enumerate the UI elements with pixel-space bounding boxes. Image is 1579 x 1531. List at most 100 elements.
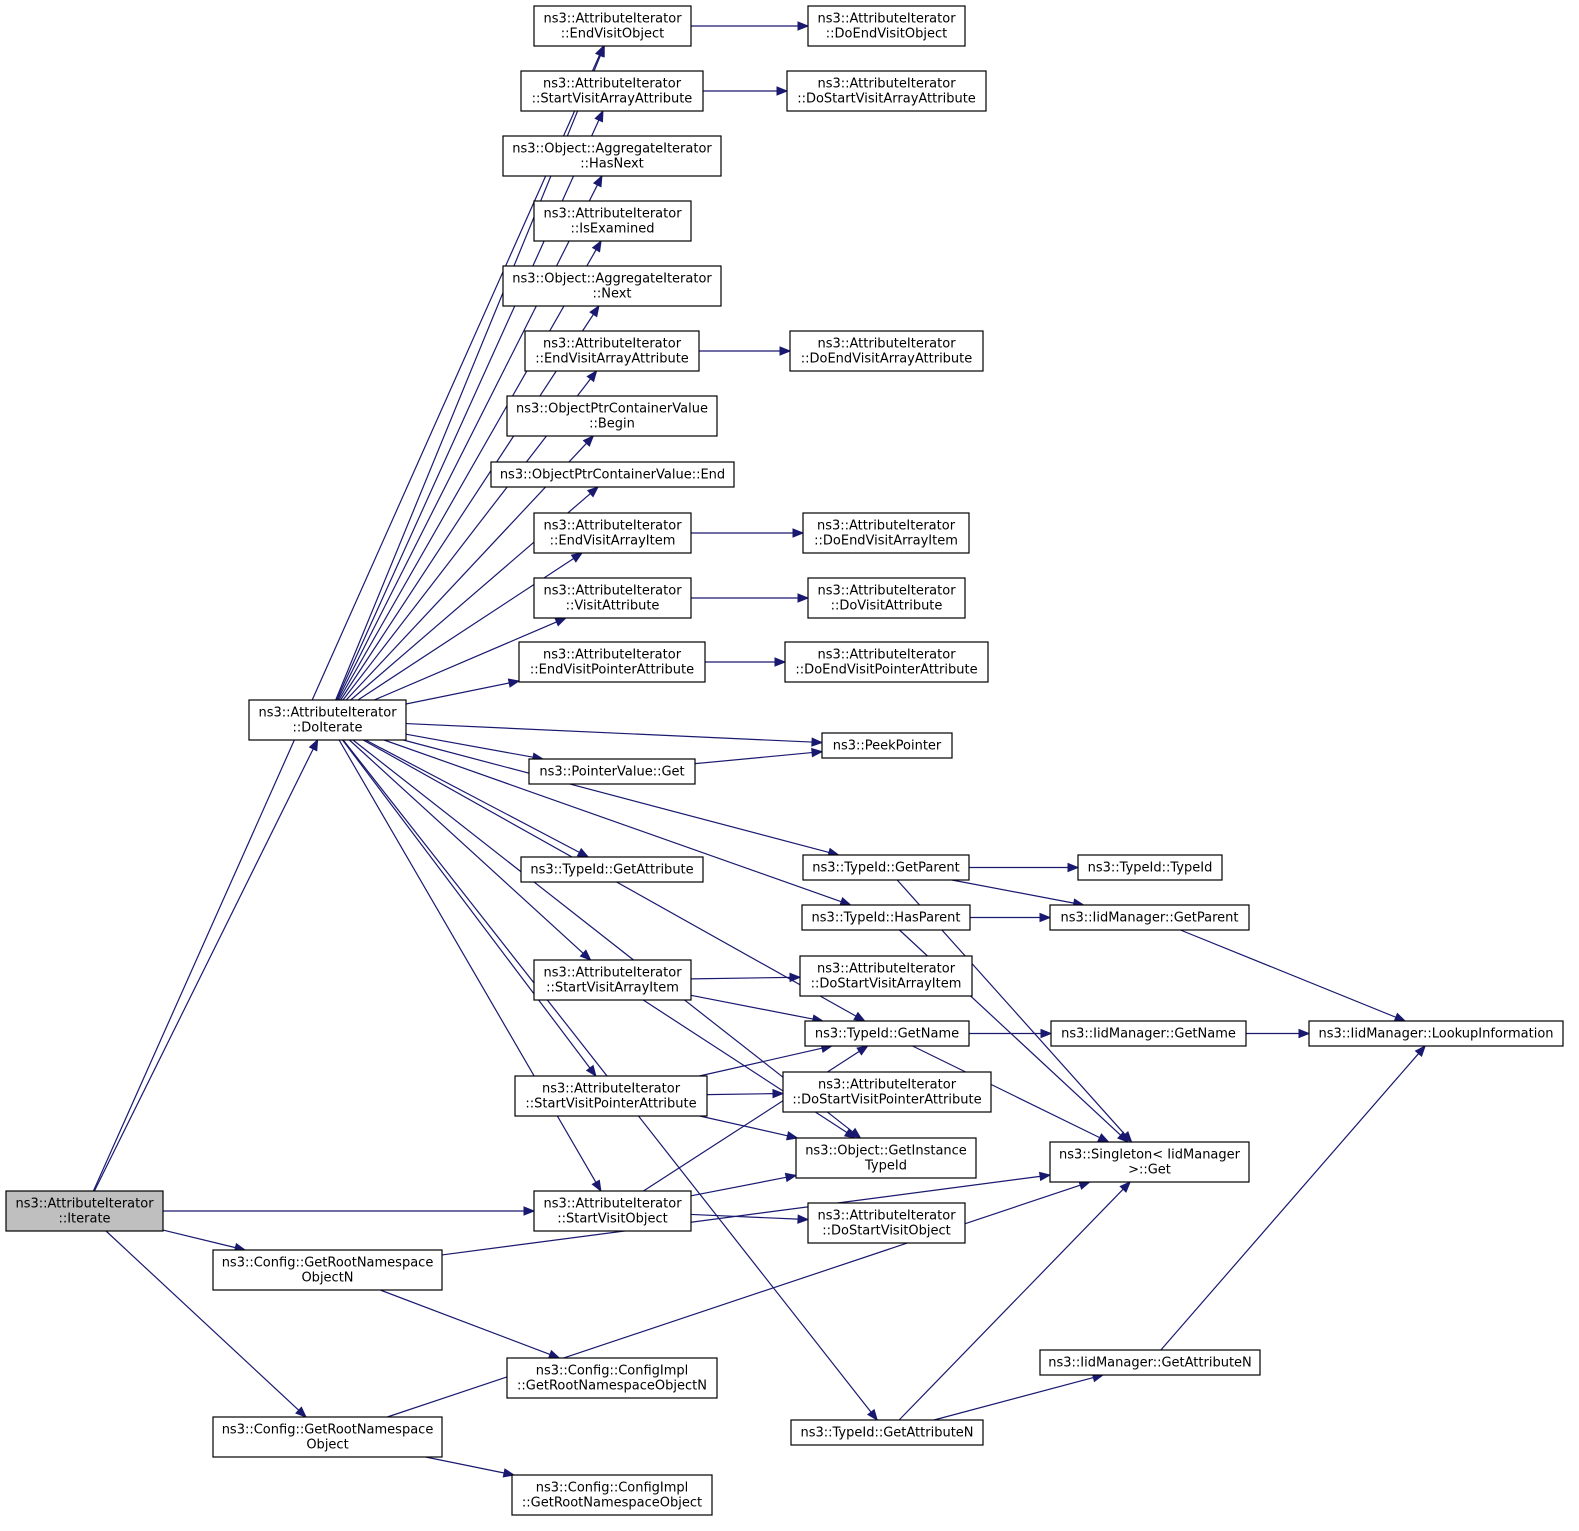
node-label-line: ::StartVisitArrayItem	[546, 981, 679, 996]
node-box	[533, 512, 692, 554]
node-doendvisitarrayitem[interactable]: ns3::AttributeIterator::DoEndVisitArrayI…	[802, 512, 970, 554]
node-box	[520, 856, 704, 883]
node-typeidtypeid[interactable]: ns3::TypeId::TypeId	[1077, 854, 1223, 881]
edge-getrootnsobj-to-singletonget	[387, 1184, 1081, 1418]
arrowhead-lookupinfo	[1414, 1044, 1427, 1058]
node-label-line: ::EndVisitObject	[561, 27, 665, 42]
node-doiterate[interactable]: ns3::AttributeIterator::DoIterate	[248, 699, 407, 741]
node-hasparent[interactable]: ns3::TypeId::HasParent	[801, 904, 971, 931]
node-label-line: ::IsExamined	[570, 222, 654, 237]
node-label-line: ::Next	[592, 287, 631, 302]
node-doendvisitobject[interactable]: ns3::AttributeIterator::DoEndVisitObject	[807, 5, 966, 47]
node-dostartvisitarrayattr[interactable]: ns3::AttributeIterator::DoStartVisitArra…	[786, 70, 987, 112]
node-endvisitarrayitem[interactable]: ns3::AttributeIterator::EndVisitArrayIte…	[533, 512, 692, 554]
node-box	[533, 5, 692, 47]
node-label-line: ::DoStartVisitArrayAttribute	[797, 92, 976, 107]
arrowhead-endvisitptrattr	[507, 678, 521, 688]
node-startvisitobject[interactable]: ns3::AttributeIterator::StartVisitObject	[533, 1190, 692, 1232]
arrowhead-singletonget	[1119, 1181, 1132, 1193]
node-label-line: ::HasNext	[580, 157, 644, 172]
node-box	[789, 330, 984, 372]
node-iterate[interactable]: ns3::AttributeIterator::Iterate	[5, 1190, 164, 1232]
node-isexamined[interactable]: ns3::AttributeIterator::IsExamined	[533, 200, 692, 242]
node-implgetrootnsobj[interactable]: ns3::Config::ConfigImpl::GetRootNamespac…	[511, 1474, 713, 1516]
node-label-line: ::DoStartVisitObject	[822, 1224, 951, 1239]
edge-layer	[92, 21, 1427, 1478]
edge-startvisitobject-to-dostartvisitobject	[690, 1213, 799, 1220]
node-doendvisitptrattr[interactable]: ns3::AttributeIterator::DoEndVisitPointe…	[784, 641, 989, 683]
edge-startvisitobject-to-getinstancetypeid	[690, 1176, 787, 1197]
node-endvisitarrayattr[interactable]: ns3::AttributeIterator::EndVisitArrayAtt…	[524, 330, 700, 372]
node-getattribute[interactable]: ns3::TypeId::GetAttribute	[520, 856, 704, 883]
node-iidgetparent[interactable]: ns3::IidManager::GetParent	[1049, 904, 1250, 931]
arrowhead-next	[589, 304, 600, 318]
node-doendvisitarrayattr[interactable]: ns3::AttributeIterator::DoEndVisitArrayA…	[789, 330, 984, 372]
node-label-line: ns3::TypeId::HasParent	[812, 911, 961, 926]
node-iidgetattributen[interactable]: ns3::IidManager::GetAttributeN	[1039, 1349, 1261, 1376]
node-end[interactable]: ns3::ObjectPtrContainerValue::End	[490, 461, 735, 488]
node-label-line: ::DoEndVisitObject	[826, 27, 947, 42]
edge-startvisitptrattr-to-dostartvisitptrattr	[706, 1093, 774, 1096]
node-box	[804, 1020, 970, 1047]
node-startvisitarrayattr[interactable]: ns3::AttributeIterator::StartVisitArrayA…	[520, 70, 704, 112]
node-label-line: ns3::IidManager::GetAttributeN	[1048, 1356, 1252, 1371]
node-box	[784, 641, 989, 683]
node-visitattribute[interactable]: ns3::AttributeIterator::VisitAttribute	[533, 577, 692, 619]
node-label-line: ns3::AttributeIterator	[543, 337, 682, 352]
node-label-line: ns3::AttributeIterator	[817, 519, 956, 534]
node-pointervalueget[interactable]: ns3::PointerValue::Get	[528, 758, 696, 785]
node-endvisitptrattr[interactable]: ns3::AttributeIterator::EndVisitPointerA…	[518, 641, 706, 683]
node-begin[interactable]: ns3::ObjectPtrContainerValue::Begin	[506, 395, 718, 437]
node-layer: ns3::AttributeIterator::Iterate ns3::Attr…	[5, 5, 1564, 1516]
arrowhead-typeidgetattributen	[866, 1408, 879, 1422]
node-singletonget[interactable]: ns3::Singleton< IidManager>::Get	[1049, 1141, 1250, 1183]
edge-startvisitarrayitem-to-dostartvisitarrayitem	[690, 976, 791, 980]
node-label-line: ns3::AttributeIterator	[543, 207, 682, 222]
node-box	[821, 732, 953, 759]
node-label-line: ns3::Singleton< IidManager	[1059, 1148, 1241, 1163]
node-typeidgetattributen[interactable]: ns3::TypeId::GetAttributeN	[790, 1419, 984, 1446]
arrowhead-getinstancetypeid	[786, 1131, 799, 1141]
node-endvisitobject[interactable]: ns3::AttributeIterator::EndVisitObject	[533, 5, 692, 47]
node-dostartvisitptrattr[interactable]: ns3::AttributeIterator::DoStartVisitPoin…	[782, 1071, 992, 1113]
node-dostartvisitobject[interactable]: ns3::AttributeIterator::DoStartVisitObje…	[807, 1202, 966, 1244]
edge-iterate-to-getrootnsobj	[105, 1230, 300, 1411]
node-getrootnsobjn[interactable]: ns3::Config::GetRootNamespaceObjectN	[212, 1249, 443, 1291]
node-implgetrootnsobjn[interactable]: ns3::Config::ConfigImpl::GetRootNamespac…	[506, 1357, 718, 1399]
node-label-line: ::VisitAttribute	[566, 599, 660, 614]
node-box	[533, 959, 692, 1001]
node-box	[533, 577, 692, 619]
node-dostartvisitarrayitem[interactable]: ns3::AttributeIterator::DoStartVisitArra…	[799, 955, 973, 997]
edge-iterate-to-doiterate	[93, 748, 314, 1192]
node-iidgetname[interactable]: ns3::IidManager::GetName	[1050, 1020, 1247, 1047]
node-lookupinfo[interactable]: ns3::IidManager::LookupInformation	[1308, 1020, 1564, 1047]
node-label-line: ::GetRootNamespaceObject	[522, 1496, 702, 1511]
arrowhead-doendvisitptrattr	[774, 657, 787, 667]
node-hasnext[interactable]: ns3::Object::AggregateIterator::HasNext	[502, 135, 722, 177]
node-label-line: ::StartVisitPointerAttribute	[525, 1097, 696, 1112]
arrowhead-singletonget	[1117, 1131, 1129, 1143]
node-label-line: ::EndVisitArrayItem	[550, 534, 676, 549]
node-dovisitattribute[interactable]: ns3::AttributeIterator::DoVisitAttribute	[807, 577, 966, 619]
node-box	[502, 265, 722, 307]
node-label-line: ::DoEndVisitArrayAttribute	[801, 352, 973, 367]
node-label-line: ns3::TypeId::GetAttribute	[530, 863, 693, 878]
node-getparent[interactable]: ns3::TypeId::GetParent	[802, 854, 970, 881]
node-label-line: ns3::Object::GetInstance	[805, 1144, 967, 1159]
node-peekpointer[interactable]: ns3::PeekPointer	[821, 732, 953, 759]
node-box	[1049, 904, 1250, 931]
node-startvisitarrayitem[interactable]: ns3::AttributeIterator::StartVisitArrayI…	[533, 959, 692, 1001]
node-getname[interactable]: ns3::TypeId::GetName	[804, 1020, 970, 1047]
arrowhead-startvisitobject	[523, 1206, 536, 1216]
node-next[interactable]: ns3::Object::AggregateIterator::Next	[502, 265, 722, 307]
node-getrootnsobj[interactable]: ns3::Config::GetRootNamespaceObject	[212, 1416, 443, 1458]
node-startvisitptrattr[interactable]: ns3::AttributeIterator::StartVisitPointe…	[514, 1075, 708, 1117]
arrowhead-end	[586, 486, 600, 498]
node-box	[802, 512, 970, 554]
arrowhead-lookupinfo	[1298, 1028, 1311, 1039]
arrowhead-peekpointer	[811, 737, 824, 747]
edge-typeidgetattributen-to-iidgetattributen	[933, 1376, 1094, 1421]
arrowhead-begin	[582, 435, 595, 447]
arrowhead-hasnext	[592, 174, 603, 188]
